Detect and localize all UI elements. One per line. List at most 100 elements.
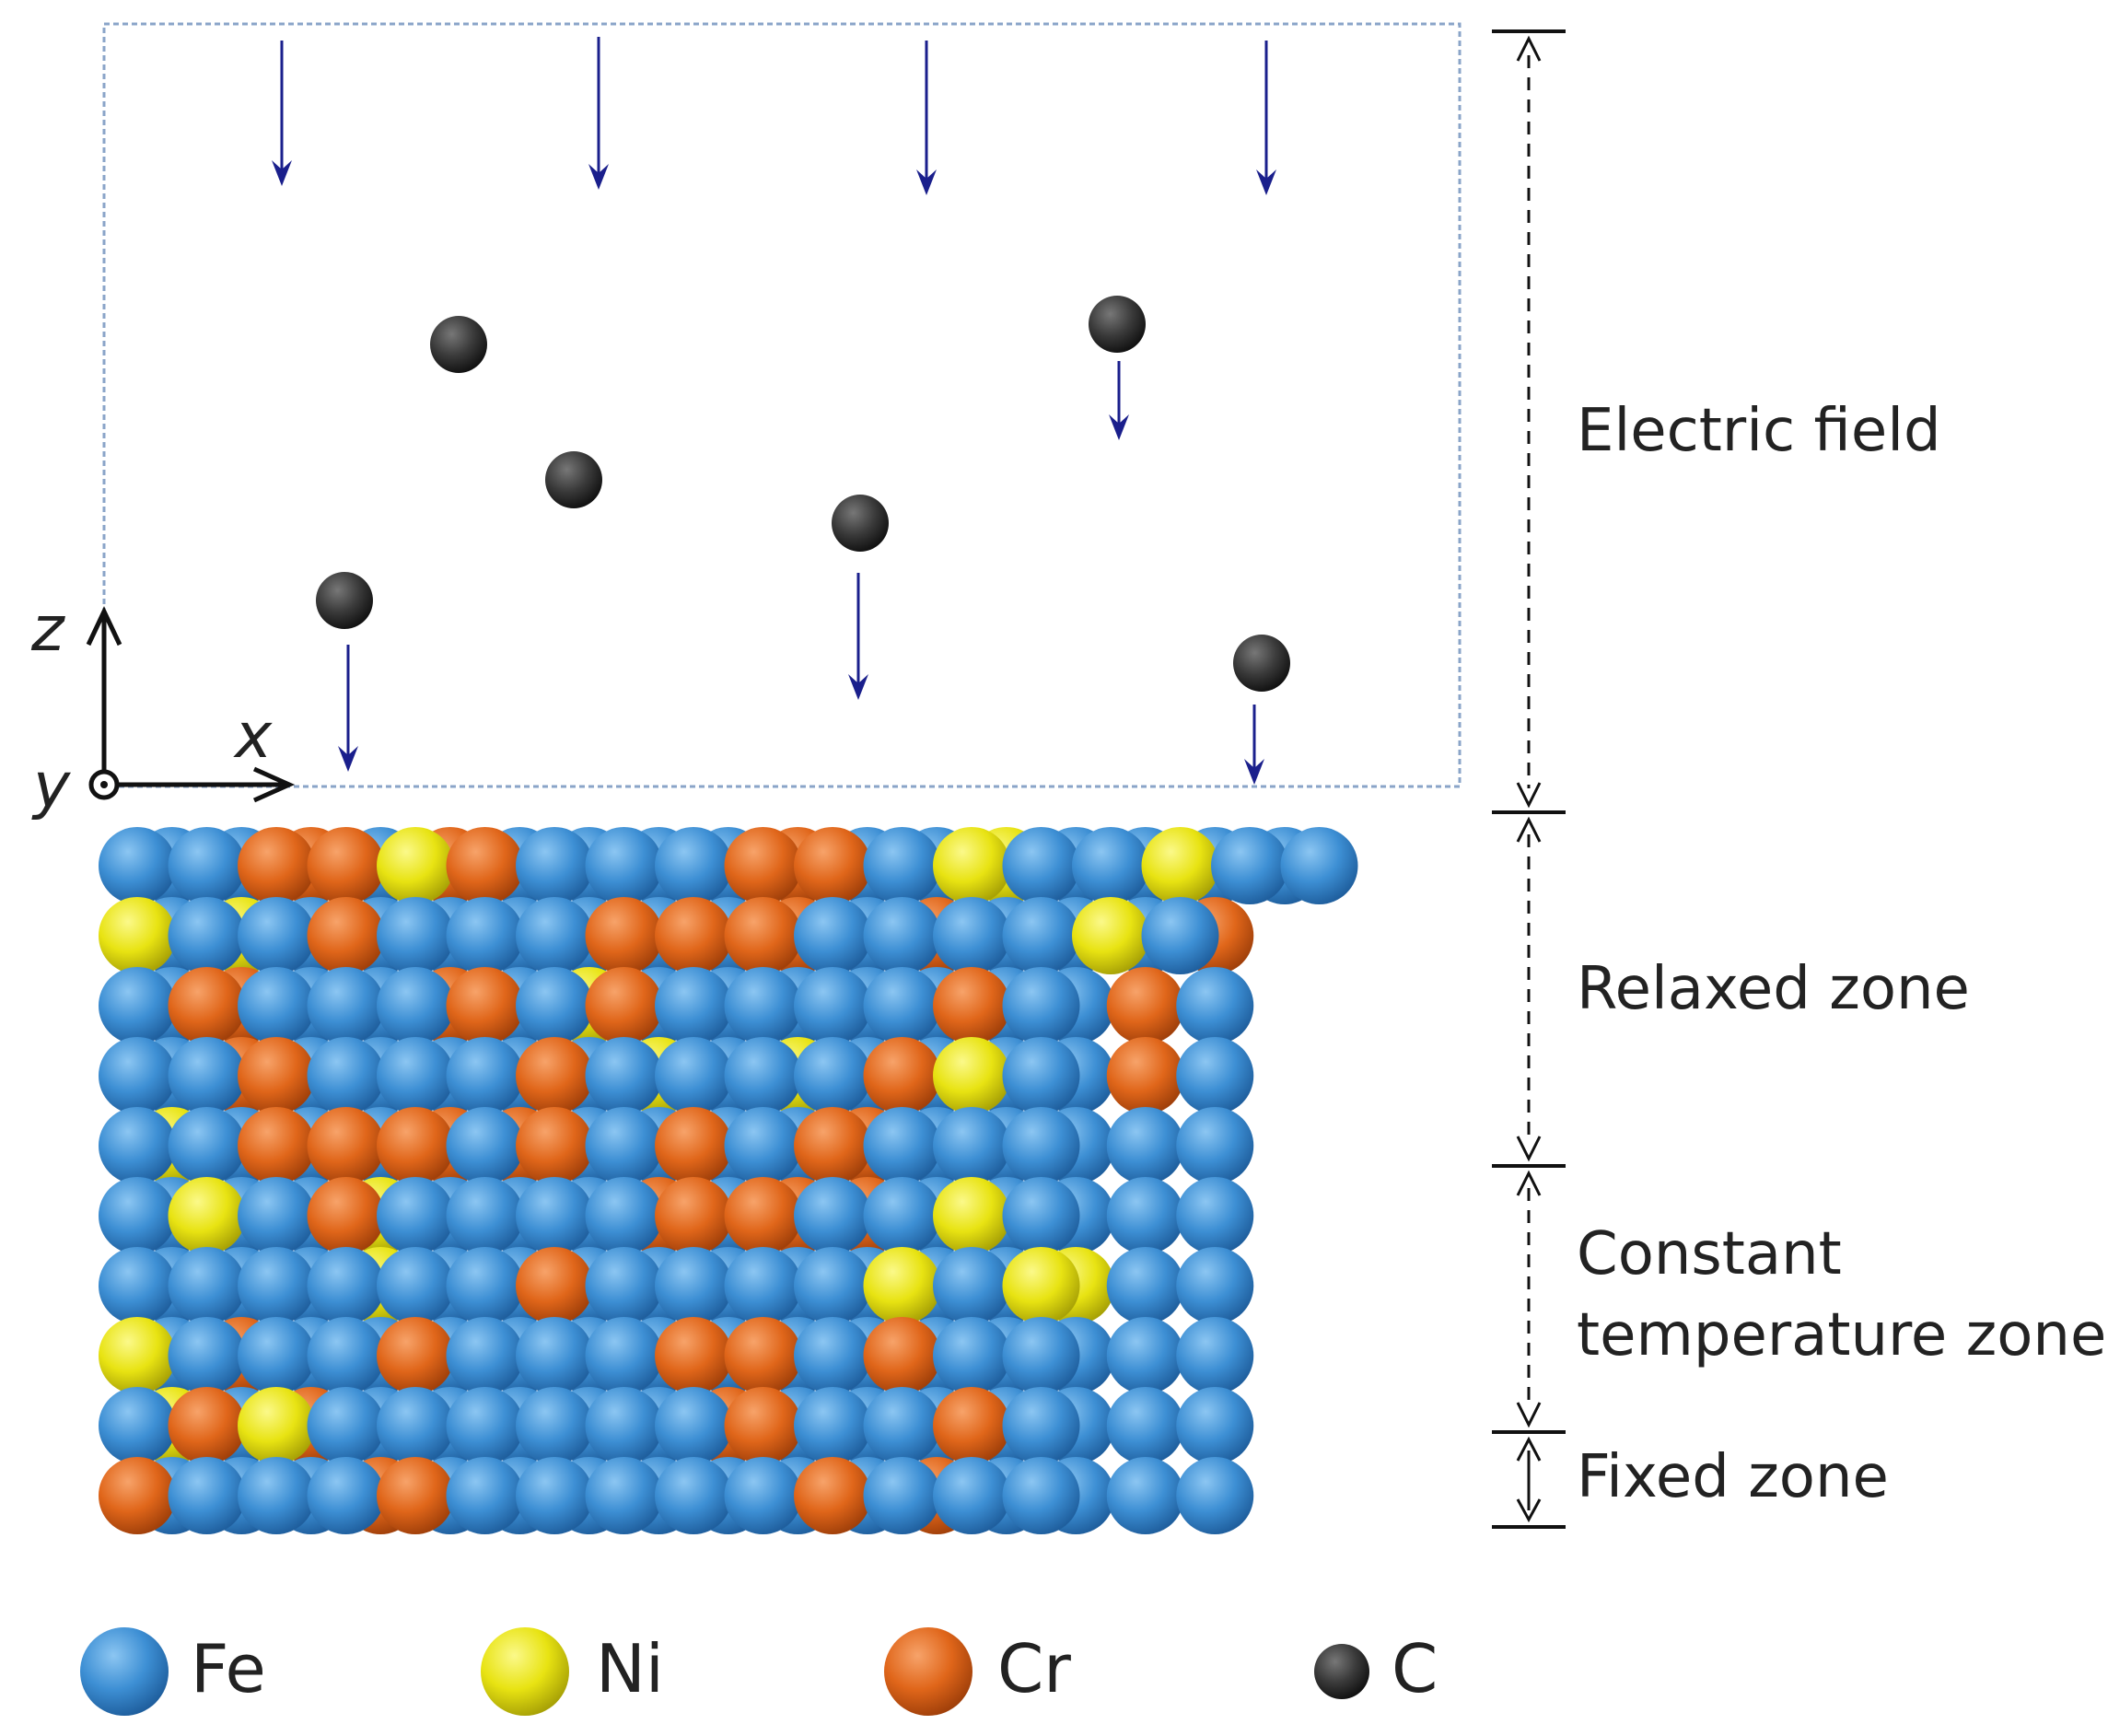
- atom-cr: [585, 967, 663, 1044]
- atom-fe: [863, 1177, 941, 1254]
- legend-label-cr: Cr: [997, 1630, 1071, 1707]
- atom-fe: [1280, 827, 1358, 904]
- atom-cr: [307, 1107, 385, 1184]
- atom-fe: [168, 827, 246, 904]
- atom-fe: [655, 1457, 732, 1534]
- atom-fe: [377, 1247, 454, 1324]
- legend-label-ni: Ni: [596, 1630, 664, 1707]
- atom-fe: [446, 1037, 524, 1114]
- field-arrow-2: [588, 37, 609, 190]
- atom-fe: [516, 827, 593, 904]
- atom-fe: [377, 1387, 454, 1464]
- atom-fe: [1106, 1107, 1184, 1184]
- electric-field-label: Electric field: [1577, 397, 1941, 465]
- atom-fe: [863, 1107, 941, 1184]
- field-arrow-4: [1256, 41, 1276, 195]
- atom-fe: [238, 967, 315, 1044]
- atom-fe: [168, 1317, 246, 1394]
- atom-fe: [1106, 1177, 1184, 1254]
- atom-fe: [99, 1387, 176, 1464]
- atom-cr: [307, 897, 385, 974]
- atom-fe: [724, 1247, 802, 1324]
- atom-fe: [794, 1387, 871, 1464]
- atom-ni: [377, 827, 454, 904]
- atom-fe: [1002, 827, 1080, 904]
- atom-fe: [446, 1457, 524, 1534]
- atom-fe: [585, 1177, 663, 1254]
- atom-cr: [446, 967, 524, 1044]
- atom-fe: [516, 1317, 593, 1394]
- atom-fe: [238, 1247, 315, 1324]
- atom-fe: [794, 967, 871, 1044]
- carbon-atom-5: [832, 495, 889, 552]
- atom-fe: [99, 967, 176, 1044]
- y-axis-label: y: [33, 750, 71, 822]
- atom-fe: [1002, 1387, 1080, 1464]
- legend-label-fe: Fe: [191, 1630, 266, 1707]
- atom-ni: [238, 1387, 315, 1464]
- atom-fe: [1002, 1177, 1080, 1254]
- atom-cr: [377, 1457, 454, 1534]
- atom-fe: [1002, 897, 1080, 974]
- field-arrow-5: [1109, 361, 1129, 440]
- atom-ni: [863, 1247, 941, 1324]
- field-arrow-7: [848, 573, 868, 700]
- alloy-lattice: [99, 827, 1358, 1534]
- legend-marker-ni: [481, 1627, 569, 1716]
- atom-fe: [377, 967, 454, 1044]
- atom-fe: [238, 1457, 315, 1534]
- carbon-atoms: [316, 296, 1290, 692]
- atom-cr: [238, 827, 315, 904]
- atom-cr: [724, 1317, 802, 1394]
- atom-fe: [1106, 1457, 1184, 1534]
- carbon-atom-1: [430, 316, 487, 373]
- atom-fe: [585, 827, 663, 904]
- atom-cr: [794, 1107, 871, 1184]
- zone-dimension-markers: [1492, 29, 1566, 1529]
- atom-cr: [446, 827, 524, 904]
- atom-cr: [794, 1457, 871, 1534]
- atom-cr: [655, 1317, 732, 1394]
- atom-fe: [168, 897, 246, 974]
- atom-fe: [1176, 1177, 1254, 1254]
- atom-cr: [724, 1177, 802, 1254]
- atom-fe: [863, 967, 941, 1044]
- atom-cr: [168, 967, 246, 1044]
- legend: [80, 1627, 1369, 1716]
- constant-temperature-zone-label-line1: Constant: [1577, 1220, 1842, 1288]
- atom-cr: [1106, 967, 1184, 1044]
- atom-ni: [168, 1177, 246, 1254]
- coordinate-axes: [86, 606, 296, 803]
- atom-fe: [1176, 1387, 1254, 1464]
- atom-cr: [238, 1107, 315, 1184]
- atom-cr: [863, 1037, 941, 1114]
- atom-fe: [1176, 1037, 1254, 1114]
- atom-cr: [377, 1107, 454, 1184]
- atom-fe: [655, 1387, 732, 1464]
- atom-fe: [863, 827, 941, 904]
- atom-fe: [933, 1107, 1010, 1184]
- atom-fe: [655, 967, 732, 1044]
- atom-fe: [1002, 1037, 1080, 1114]
- atom-fe: [724, 967, 802, 1044]
- atom-fe: [1106, 1317, 1184, 1394]
- atom-cr: [655, 1107, 732, 1184]
- atom-cr: [307, 827, 385, 904]
- atom-cr: [99, 1457, 176, 1534]
- atom-fe: [516, 967, 593, 1044]
- field-arrow-3: [916, 41, 937, 195]
- atom-cr: [863, 1317, 941, 1394]
- atom-ni: [1072, 897, 1149, 974]
- atom-ni: [1141, 827, 1219, 904]
- atom-fe: [794, 1317, 871, 1394]
- atom-fe: [238, 1317, 315, 1394]
- atom-fe: [1176, 1317, 1254, 1394]
- atom-cr: [933, 1387, 1010, 1464]
- atom-fe: [585, 1317, 663, 1394]
- atom-cr: [794, 827, 871, 904]
- atom-fe: [1002, 1457, 1080, 1534]
- atom-cr: [377, 1317, 454, 1394]
- legend-marker-cr: [884, 1627, 972, 1716]
- atom-fe: [307, 1387, 385, 1464]
- atom-fe: [238, 1177, 315, 1254]
